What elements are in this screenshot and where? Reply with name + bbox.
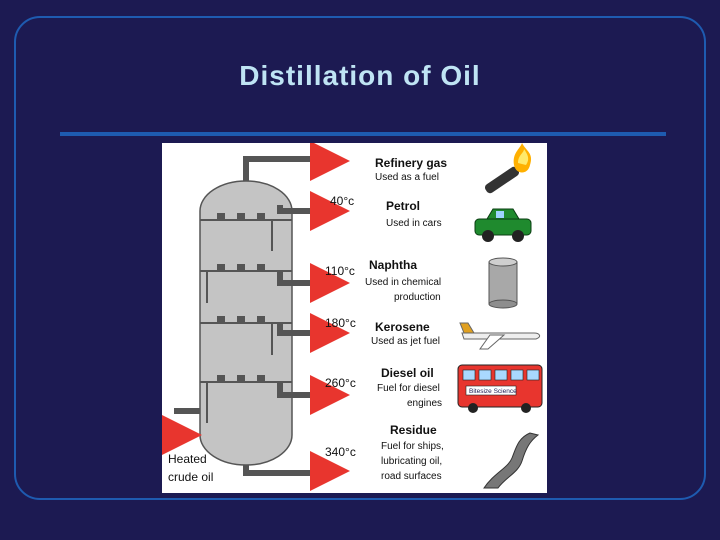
bus-sign: Bitesize Science — [469, 388, 517, 395]
fraction-use: Fuel for ships, — [381, 441, 444, 452]
flame-icon — [485, 143, 532, 194]
distillation-diagram: Heated crude oil Refinery gas Used as a … — [162, 143, 547, 493]
feed-label-1: Heated — [168, 452, 207, 466]
fraction-name: Residue — [390, 423, 437, 437]
fraction-row-kerosene: 180°c Kerosene Used as jet fuel — [310, 313, 541, 353]
title-divider — [60, 132, 666, 136]
fraction-row-petrol: 40°c Petrol Used in cars — [310, 191, 532, 242]
fraction-temp: 260°c — [325, 376, 356, 390]
fraction-row-residue: 340°c Residue Fuel for ships, lubricatin… — [310, 423, 540, 491]
slide-title: Distillation of Oil — [239, 60, 481, 91]
fraction-temp: 180°c — [325, 316, 356, 330]
fraction-use-3: road surfaces — [381, 471, 442, 482]
fraction-row-refinery-gas: Refinery gas Used as a fuel — [310, 143, 532, 194]
fraction-row-diesel: 260°c Diesel oil Fuel for diesel engines… — [310, 364, 543, 415]
fraction-use: Used as jet fuel — [371, 336, 440, 347]
fraction-name: Diesel oil — [381, 366, 434, 380]
fraction-use: Fuel for diesel — [377, 383, 440, 394]
drum-icon — [488, 257, 518, 309]
fraction-use-2: engines — [407, 398, 442, 409]
feed-label-2: crude oil — [168, 470, 213, 484]
fraction-temp: 110°c — [325, 264, 355, 278]
fraction-use: Used in chemical — [365, 277, 441, 288]
fraction-name: Refinery gas — [375, 156, 447, 170]
fraction-use-2: production — [394, 292, 441, 303]
fraction-temp: 40°c — [330, 194, 354, 208]
fraction-use: Used in cars — [386, 218, 442, 229]
fraction-name: Petrol — [386, 199, 420, 213]
bus-icon: Bitesize Science — [457, 364, 543, 413]
slide-frame — [14, 16, 706, 500]
fraction-name: Kerosene — [375, 320, 430, 334]
car-icon — [474, 208, 532, 242]
jet-icon — [459, 322, 541, 350]
fraction-use: Used as a fuel — [375, 172, 439, 183]
fraction-temp: 340°c — [325, 445, 356, 459]
fraction-use-2: lubricating oil, — [381, 456, 442, 467]
road-icon — [483, 432, 540, 489]
fraction-name: Naphtha — [369, 258, 417, 272]
outlet-pipes — [174, 156, 317, 476]
fraction-row-naphtha: 110°c Naphtha Used in chemical productio… — [310, 257, 518, 309]
fractionating-column — [199, 180, 293, 466]
